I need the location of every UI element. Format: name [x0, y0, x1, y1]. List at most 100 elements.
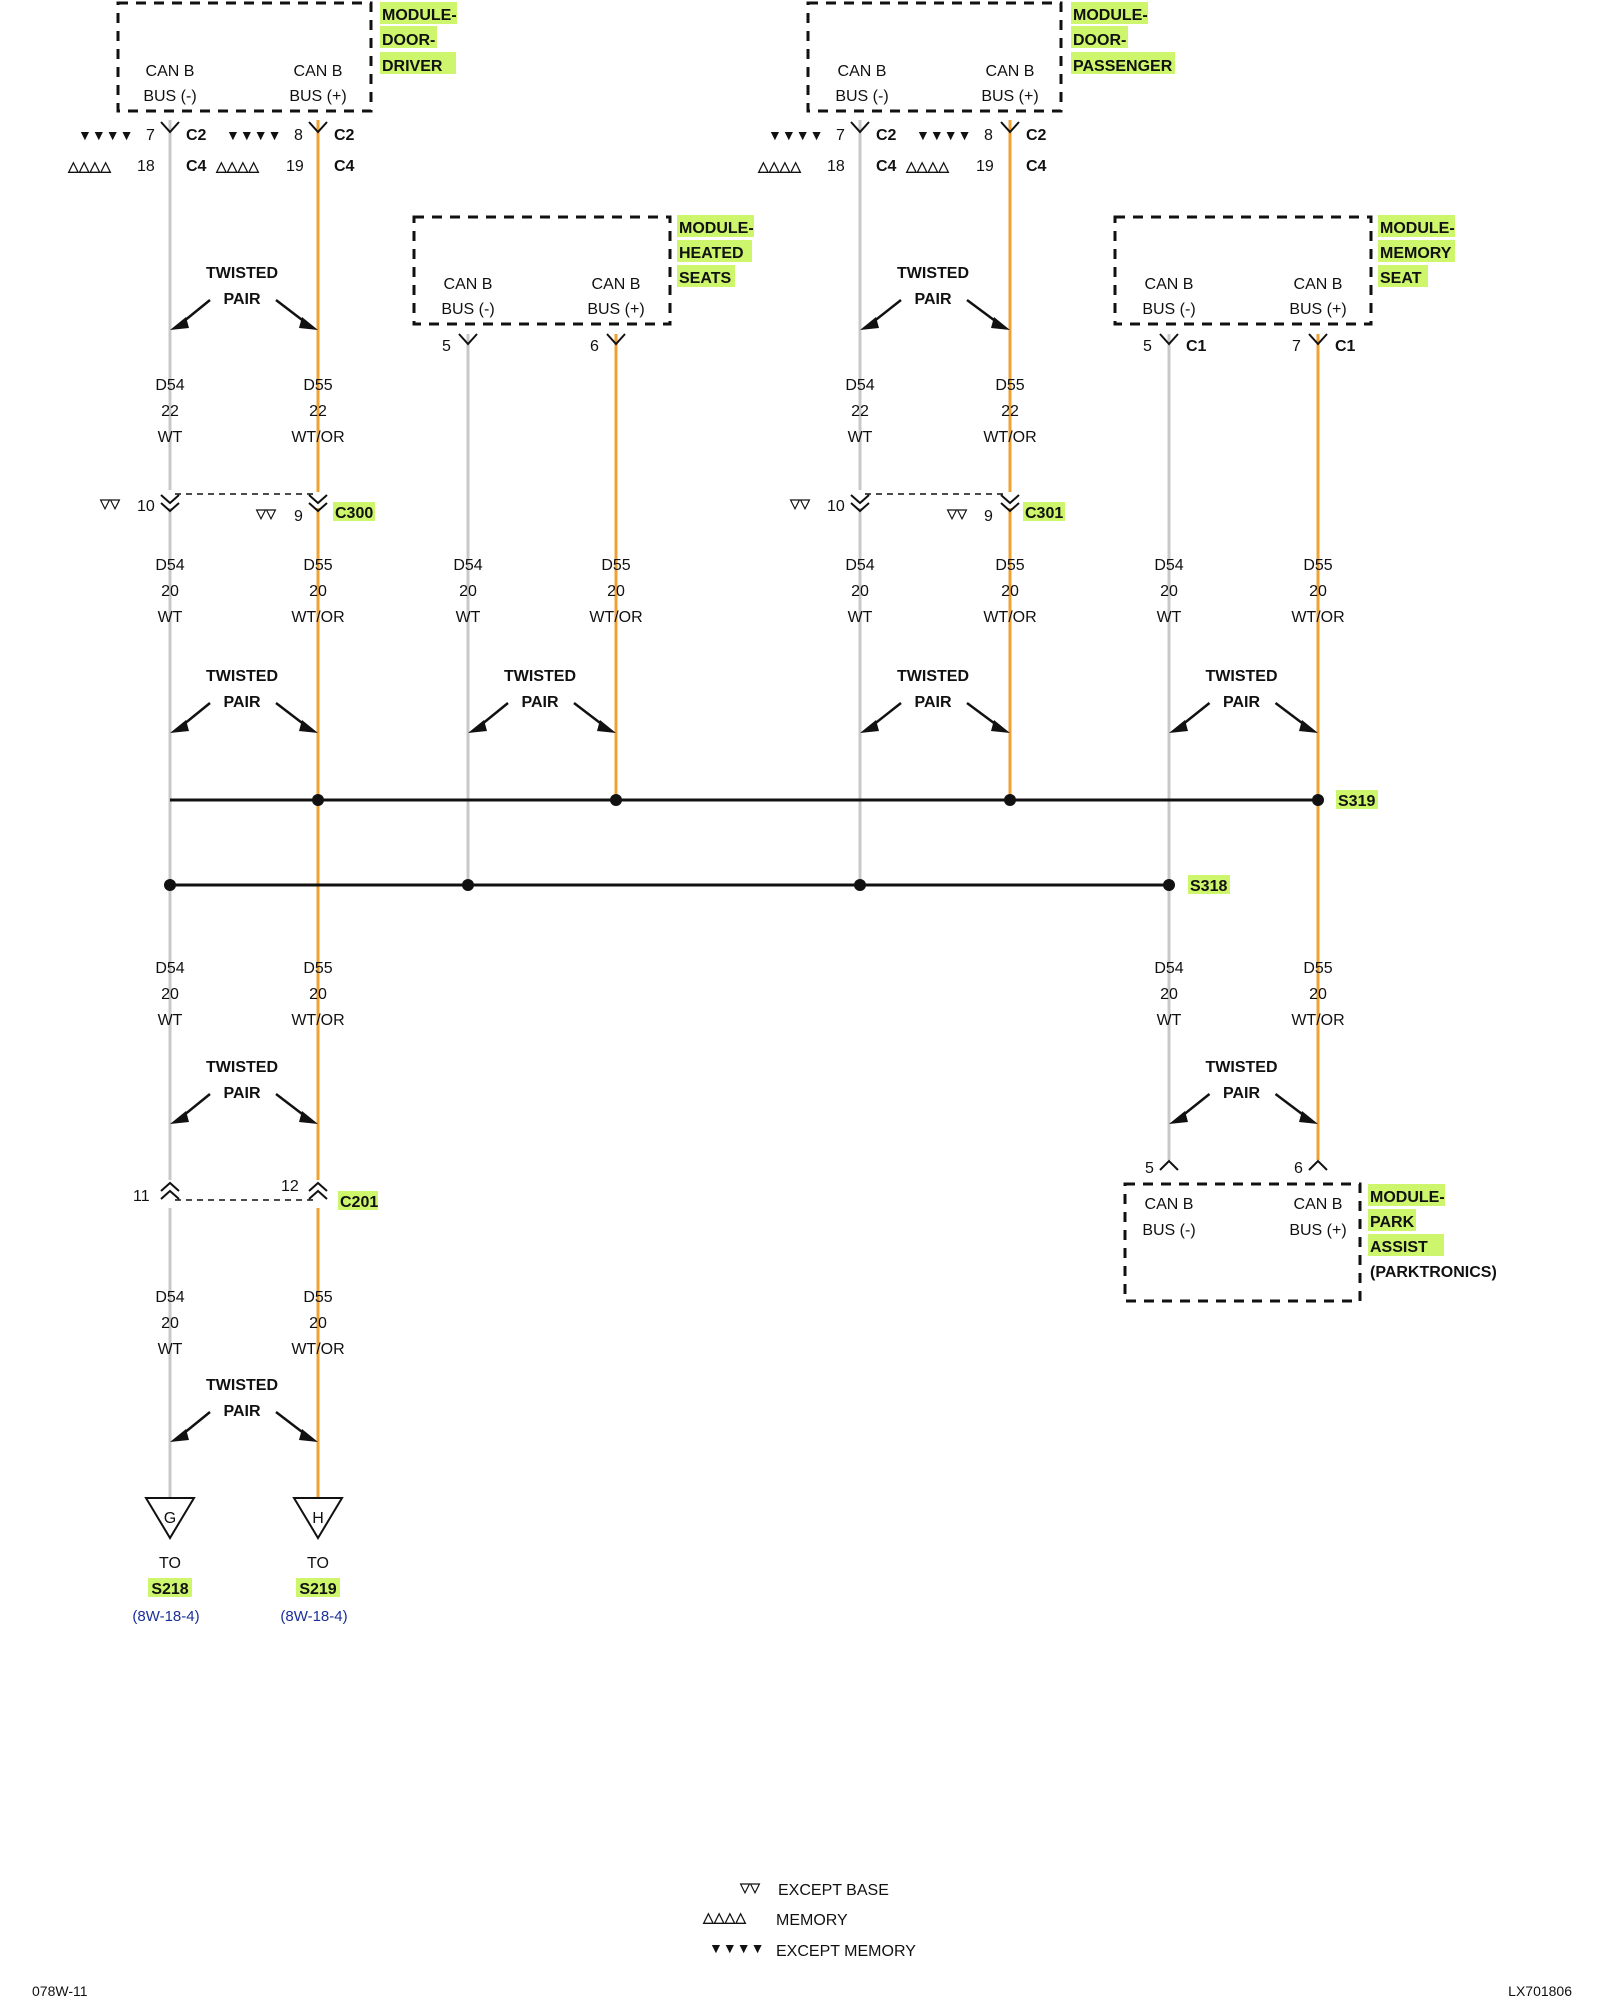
wire-label: 20 — [161, 986, 179, 1003]
wire-label: 20 — [1001, 583, 1019, 600]
svg-text:▼▼▼▼: ▼▼▼▼ — [226, 127, 281, 143]
svg-text:TWISTED: TWISTED — [206, 1377, 278, 1394]
svg-text:H: H — [312, 1510, 324, 1527]
wire-label: 20 — [309, 583, 327, 600]
svg-text:C300: C300 — [335, 505, 373, 522]
wire-label: D55 — [601, 557, 630, 574]
svg-text:BUS (-): BUS (-) — [1142, 301, 1195, 318]
svg-text:BUS (+): BUS (+) — [1289, 301, 1346, 318]
pin-symbols — [160, 121, 1328, 1200]
svg-text:9: 9 — [984, 508, 993, 525]
svg-text:11: 11 — [133, 1188, 150, 1205]
svg-text:▽▽: ▽▽ — [789, 496, 811, 511]
module-park-assist: CAN B BUS (-) CAN B BUS (+) — [1123, 1182, 1362, 1303]
reference-link-h[interactable]: (8W-18-4) — [280, 1608, 347, 1625]
svg-text:C1: C1 — [1186, 338, 1207, 355]
wire-label: D55 — [1303, 960, 1332, 977]
svg-text:7: 7 — [836, 127, 845, 144]
wire-label: 20 — [1309, 583, 1327, 600]
module-door-driver: CAN B BUS (-) CAN B BUS (+) — [116, 1, 373, 113]
wire-label: 20 — [1160, 583, 1178, 600]
svg-text:TO: TO — [307, 1555, 329, 1572]
svg-text:PAIR: PAIR — [1223, 1085, 1260, 1102]
module-door-driver-title: MODULE- DOOR- DRIVER — [380, 2, 457, 75]
svg-text:SEATS: SEATS — [679, 270, 731, 287]
wire-label: 22 — [851, 403, 869, 420]
wire-label: D54 — [453, 557, 482, 574]
svg-text:C4: C4 — [1026, 158, 1047, 175]
splice-s318: S318 — [164, 875, 1230, 895]
wire-label: 20 — [1309, 986, 1327, 1003]
wire-label: WT/OR — [1291, 609, 1344, 626]
wire-label: WT — [1157, 1012, 1182, 1029]
wire-label: WT — [848, 429, 873, 446]
svg-text:C201: C201 — [340, 1194, 378, 1211]
wire-label: D54 — [155, 377, 184, 394]
footer-page-code: 078W-11 — [32, 1983, 88, 1999]
svg-text:PAIR: PAIR — [223, 291, 260, 308]
wire-label: WT/OR — [291, 609, 344, 626]
svg-text:BUS (-): BUS (-) — [1142, 1222, 1195, 1239]
svg-text:5: 5 — [1143, 338, 1152, 355]
svg-text:C2: C2 — [334, 127, 355, 144]
legend-label: MEMORY — [776, 1912, 848, 1929]
wire-label: D55 — [303, 377, 332, 394]
wire-label: D54 — [1154, 557, 1183, 574]
wire-label: WT — [456, 609, 481, 626]
svg-text:C301: C301 — [1025, 505, 1063, 522]
svg-text:HEATED: HEATED — [679, 245, 744, 262]
module-memory-seat-title: MODULE- MEMORY SEAT — [1378, 215, 1455, 287]
svg-text:PASSENGER: PASSENGER — [1073, 58, 1173, 75]
twisted-pair-labels: TWISTEDPAIRTWISTEDPAIRTWISTEDPAIRTWISTED… — [170, 265, 1318, 1442]
wire-label: D55 — [995, 377, 1024, 394]
wires — [168, 120, 1320, 1498]
svg-text:▽▽: ▽▽ — [255, 506, 277, 521]
wire-label: WT/OR — [589, 609, 642, 626]
splice-s319: S319 — [170, 790, 1378, 810]
svg-text:7: 7 — [1292, 338, 1301, 355]
svg-text:DRIVER: DRIVER — [382, 58, 443, 75]
reference-link-g[interactable]: (8W-18-4) — [132, 1608, 199, 1625]
svg-text:8: 8 — [294, 127, 303, 144]
wire-label: WT/OR — [1291, 1012, 1344, 1029]
wire-label: 20 — [851, 583, 869, 600]
svg-text:7: 7 — [146, 127, 155, 144]
splice-s319-label: S319 — [1338, 793, 1375, 810]
svg-text:(PARKTRONICS): (PARKTRONICS) — [1370, 1264, 1497, 1281]
terminal-h: H TO S219 (8W-18-4) — [280, 1497, 348, 1625]
svg-text:10: 10 — [137, 498, 155, 515]
except-memory-symbol: ▼▼▼▼ — [78, 127, 133, 143]
svg-text:9: 9 — [294, 508, 303, 525]
svg-text:SEAT: SEAT — [1380, 270, 1422, 287]
legend-label: EXCEPT MEMORY — [776, 1943, 916, 1960]
svg-text:CAN B: CAN B — [986, 63, 1035, 80]
wire-label: WT — [848, 609, 873, 626]
svg-text:BUS (-): BUS (-) — [835, 88, 888, 105]
twisted-pair-callout: TWISTED PAIR — [170, 265, 318, 330]
wire-label: D55 — [303, 960, 332, 977]
svg-text:TWISTED: TWISTED — [206, 668, 278, 685]
memory-symbol: △△△△ — [67, 158, 112, 174]
svg-text:CAN B: CAN B — [1294, 276, 1343, 293]
wire-label: 20 — [161, 583, 179, 600]
svg-text:19: 19 — [286, 158, 304, 175]
svg-text:MODULE-: MODULE- — [1380, 220, 1455, 237]
module-door-passenger: CAN B BUS (-) CAN B BUS (+) — [806, 1, 1063, 113]
svg-text:BUS (+): BUS (+) — [1289, 1222, 1346, 1239]
can-b-label: CAN B — [294, 63, 343, 80]
module-memory-seat: CAN B BUS (-) CAN B BUS (+) — [1113, 215, 1373, 326]
svg-text:MODULE-: MODULE- — [1370, 1189, 1445, 1206]
svg-text:S219: S219 — [299, 1581, 336, 1598]
svg-text:CAN B: CAN B — [592, 276, 641, 293]
svg-text:TWISTED: TWISTED — [206, 265, 278, 282]
wire-label: 20 — [607, 583, 625, 600]
pin-labels: ▼▼▼▼ 7 C2 ▼▼▼▼ 8 C2 △△△△ 18 C4 △△△△ 19 C… — [67, 127, 1356, 1211]
wire-label: 20 — [309, 1315, 327, 1332]
